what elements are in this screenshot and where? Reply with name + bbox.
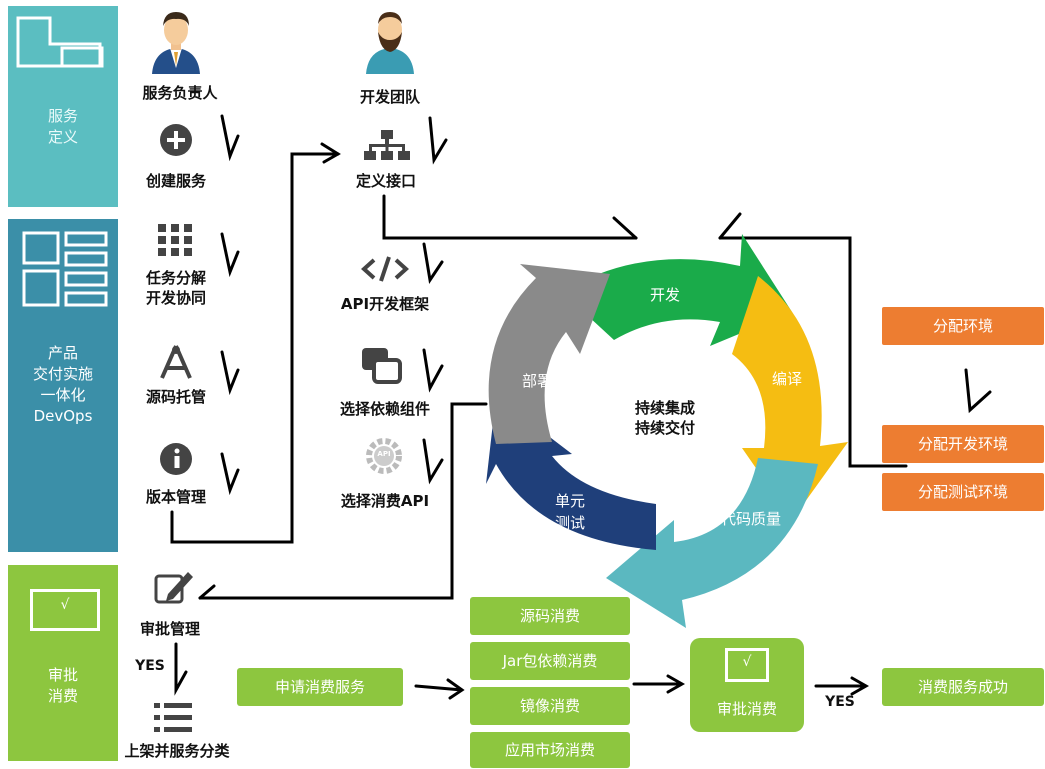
allocate-test-env-box: 分配测试环境 — [882, 473, 1044, 511]
plus-circle-icon — [160, 124, 192, 156]
monitor-check-mark: √ — [60, 597, 70, 613]
cycle-segment-deploy — [488, 264, 610, 444]
create-service-label: 创建服务 — [145, 172, 206, 190]
cycle-code-quality-label: 代码质量 — [720, 510, 781, 528]
source-control-icon — [160, 345, 192, 379]
cycle-deploy-label: 部署 — [521, 372, 552, 390]
cycle-segment-develop — [562, 234, 792, 346]
panel-service-definition-label: 服务 定义 — [47, 107, 78, 146]
consume-yes-label: YES — [825, 694, 855, 710]
approve-monitor-icon — [725, 648, 769, 682]
source-consume-box: 源码消费 — [470, 597, 630, 635]
api-framework-label: API开发框架 — [340, 295, 430, 313]
allocate-env-box: 分配环境 — [882, 307, 1044, 345]
apply-consume-service-box: 申请消费服务 — [237, 668, 403, 706]
cycle-develop-label: 开发 — [649, 286, 680, 304]
dashboard-grid-icon — [22, 231, 108, 307]
source-hosting-label: 源码托管 — [145, 388, 206, 406]
approval-management-label: 审批管理 — [139, 620, 200, 638]
list-icon — [154, 703, 192, 732]
approve-check-mark: √ — [742, 654, 752, 670]
monitor-check-icon — [30, 589, 100, 631]
image-consume-box: 镜像消费 — [470, 687, 630, 725]
cycle-center-label: 持续集成 持续交付 — [634, 399, 695, 437]
allocate-dev-env-box: 分配开发环境 — [882, 425, 1044, 463]
grid-dots-icon — [158, 224, 192, 256]
service-owner-avatar-icon — [152, 12, 200, 74]
panel-service-definition: 服务 定义 — [8, 6, 118, 207]
define-interface-label: 定义接口 — [355, 172, 416, 190]
panel-approve-consume-label: 审批 消费 — [47, 666, 78, 705]
select-dependencies-label: 选择依赖组件 — [339, 400, 430, 418]
panel-product-delivery-label: 产品 交付实施 一体化 DevOps — [32, 344, 93, 425]
components-icon — [362, 348, 402, 384]
cycle-compile-label: 编译 — [771, 370, 802, 388]
task-decompose-label: 任务分解 开发协同 — [145, 269, 206, 307]
app-market-consume-box: 应用市场消费 — [470, 732, 630, 768]
cycle-segment-code-quality — [606, 458, 818, 628]
jar-dependency-consume-box: Jar包依赖消费 — [470, 642, 630, 680]
info-circle-icon — [160, 443, 192, 475]
cycle-unit-test-label: 单元 测试 — [554, 492, 585, 532]
developer-team-label: 开发团队 — [359, 88, 420, 106]
approve-consume-label: 审批消费 — [716, 700, 777, 718]
layout-icon — [16, 16, 104, 68]
approval-yes-label: YES — [135, 658, 165, 674]
consume-success-box: 消费服务成功 — [882, 668, 1044, 706]
service-owner-label: 服务负责人 — [142, 84, 218, 102]
panel-product-delivery: 产品 交付实施 一体化 DevOps — [8, 219, 118, 552]
publish-classify-label: 上架并服务分类 — [124, 742, 230, 760]
sitemap-icon — [364, 130, 410, 160]
approve-consume-box: √ 审批消费 — [690, 638, 804, 732]
version-management-label: 版本管理 — [145, 488, 206, 506]
developer-avatar-icon — [366, 12, 414, 74]
api-gear-badge: API — [377, 450, 391, 458]
edit-pencil-icon — [154, 572, 193, 604]
api-gear-icon — [366, 438, 402, 474]
panel-approve-consume: √ 审批 消费 — [8, 565, 118, 761]
code-icon — [361, 256, 409, 282]
select-consume-api-label: 选择消费API — [340, 492, 430, 510]
